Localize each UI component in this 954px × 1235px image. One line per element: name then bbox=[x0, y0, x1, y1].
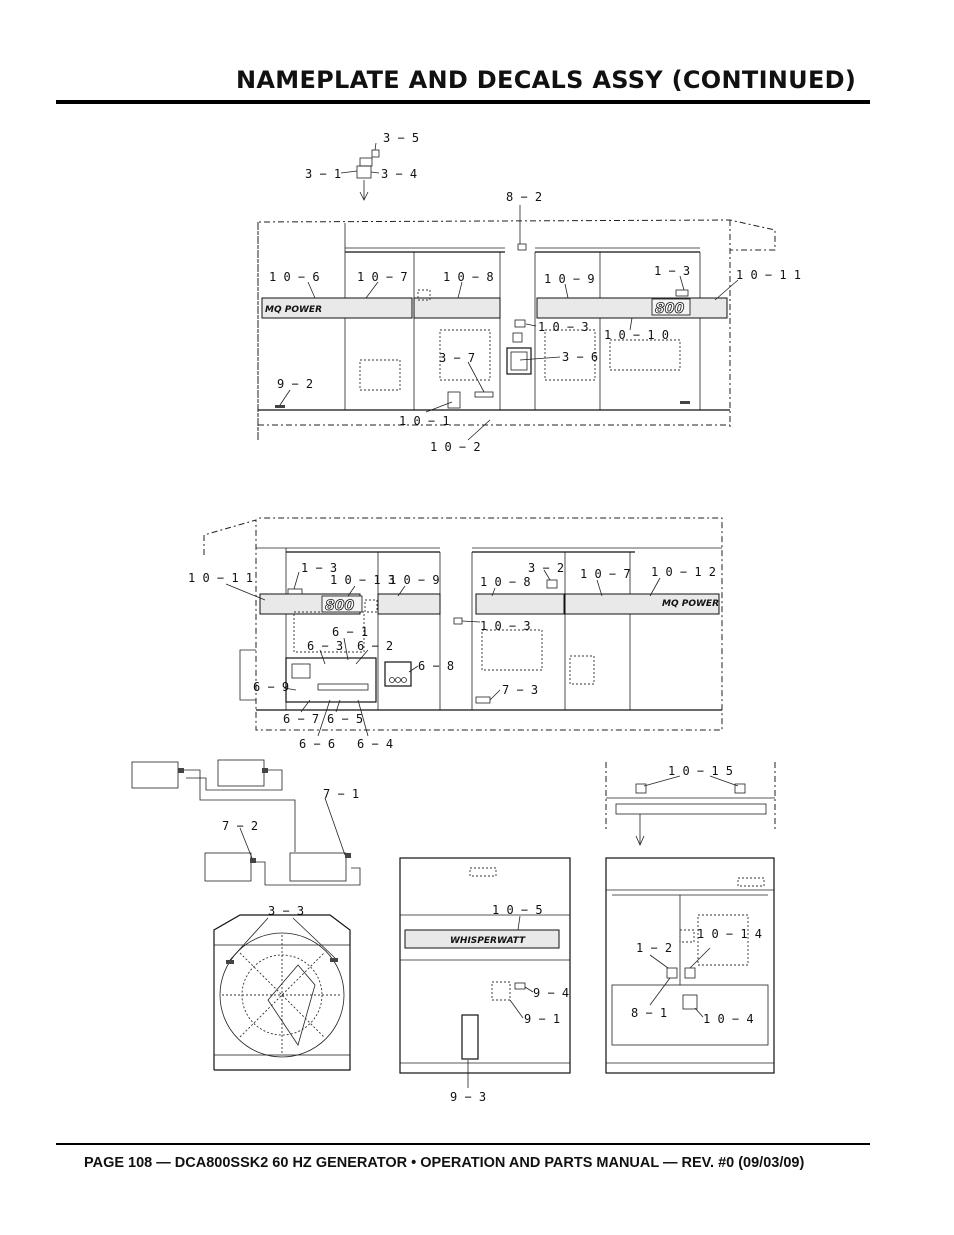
callout-6-3: 6 − 3 bbox=[307, 639, 343, 653]
callout-9-4: 9 − 4 bbox=[533, 986, 569, 1000]
upper-side-view: MQ POWER 800 1 0 − 6 1 0 − 7 1 0 − 8 bbox=[257, 190, 801, 454]
callout-9-2: 9 − 2 bbox=[277, 377, 313, 391]
decal-brand-rear: WHISPERWATT bbox=[450, 936, 526, 946]
callout-9-3: 9 − 3 bbox=[450, 1090, 486, 1104]
callout-3-1: 3 − 1 bbox=[305, 167, 341, 181]
callout-10-8-upper: 1 0 − 8 bbox=[443, 270, 494, 284]
callout-6-8: 6 − 8 bbox=[418, 659, 454, 673]
callout-10-5: 1 0 − 5 bbox=[492, 903, 543, 917]
callout-7-1: 7 − 1 bbox=[323, 787, 359, 801]
callout-8-1: 8 − 1 bbox=[631, 1006, 667, 1020]
callout-6-6: 6 − 6 bbox=[299, 737, 335, 751]
callout-6-7: 6 − 7 bbox=[283, 712, 319, 726]
callout-10-3-lower: 1 0 − 3 bbox=[480, 619, 531, 633]
callout-10-9-upper: 1 0 − 9 bbox=[544, 272, 595, 286]
front-top-detail: 1 0 − 1 5 bbox=[605, 762, 776, 846]
callout-10-15: 1 0 − 1 5 bbox=[668, 764, 733, 778]
callout-10-7-upper: 1 0 − 7 bbox=[357, 270, 408, 284]
callout-10-11-lower: 1 0 − 1 1 bbox=[188, 571, 253, 585]
callout-1-3-upper: 1 − 3 bbox=[654, 264, 690, 278]
callout-10-6: 1 0 − 6 bbox=[269, 270, 320, 284]
callout-10-10: 1 0 − 1 0 bbox=[604, 328, 669, 342]
callout-10-14: 1 0 − 1 4 bbox=[697, 927, 762, 941]
callout-10-4: 1 0 − 4 bbox=[703, 1012, 754, 1026]
callout-10-12: 1 0 − 1 2 bbox=[651, 565, 716, 579]
front-end-view: 1 0 − 1 4 1 − 2 8 − 1 1 0 − 4 bbox=[605, 857, 775, 1074]
callout-7-3: 7 − 3 bbox=[502, 683, 538, 697]
decal-model-lower: 800 bbox=[325, 598, 354, 614]
header-rule bbox=[56, 100, 870, 104]
callout-1-2: 1 − 2 bbox=[636, 941, 672, 955]
page-title: NAMEPLATE AND DECALS ASSY (CONTINUED) bbox=[236, 66, 857, 94]
footer-rule bbox=[56, 1143, 870, 1145]
callout-10-8-lower: 1 0 − 8 bbox=[480, 575, 531, 589]
decal-brand-upper: MQ POWER bbox=[265, 305, 322, 315]
callout-3-2: 3 − 2 bbox=[528, 561, 564, 575]
top-decal-detail: 3 − 5 3 − 1 3 − 4 bbox=[305, 131, 419, 201]
callout-6-2: 6 − 2 bbox=[357, 639, 393, 653]
callout-10-1: 1 0 − 1 bbox=[399, 414, 450, 428]
battery-cable-detail: 7 − 1 7 − 2 bbox=[131, 759, 361, 886]
callout-6-4: 6 − 4 bbox=[357, 737, 393, 751]
callout-3-5: 3 − 5 bbox=[383, 131, 419, 145]
radiator-end-view: 3 − 3 bbox=[213, 904, 351, 1071]
decal-model-upper: 800 bbox=[655, 301, 684, 317]
callout-1-3-lower: 1 − 3 bbox=[301, 561, 337, 575]
callout-6-9: 6 − 9 bbox=[253, 680, 289, 694]
callout-10-3-upper: 1 0 − 3 bbox=[538, 320, 589, 334]
callout-6-5: 6 − 5 bbox=[327, 712, 363, 726]
callout-10-2: 1 0 − 2 bbox=[430, 440, 481, 454]
lower-side-view: 800 MQ POWER 1 0 − 1 1 bbox=[188, 517, 723, 751]
rear-end-view: WHISPERWATT 1 0 − 5 9 − 4 9 − 1 9 − 3 bbox=[399, 857, 571, 1104]
callout-10-13: 1 0 − 1 3 bbox=[330, 573, 395, 587]
callout-10-7-lower: 1 0 − 7 bbox=[580, 567, 631, 581]
callout-10-9-lower: 1 0 − 9 bbox=[389, 573, 440, 587]
callout-6-1: 6 − 1 bbox=[332, 625, 368, 639]
callout-3-4: 3 − 4 bbox=[381, 167, 417, 181]
page-footer: PAGE 108 — DCA800SSK2 60 HZ GENERATOR • … bbox=[84, 1155, 805, 1171]
callout-3-6: 3 − 6 bbox=[562, 350, 598, 364]
callout-10-11-upper: 1 0 − 1 1 bbox=[736, 268, 801, 282]
callout-9-1: 9 − 1 bbox=[524, 1012, 560, 1026]
decal-brand-lower: MQ POWER bbox=[662, 599, 719, 609]
callout-3-7: 3 − 7 bbox=[439, 351, 475, 365]
callout-7-2: 7 − 2 bbox=[222, 819, 258, 833]
callout-3-3: 3 − 3 bbox=[268, 904, 304, 918]
callout-8-2: 8 − 2 bbox=[506, 190, 542, 204]
